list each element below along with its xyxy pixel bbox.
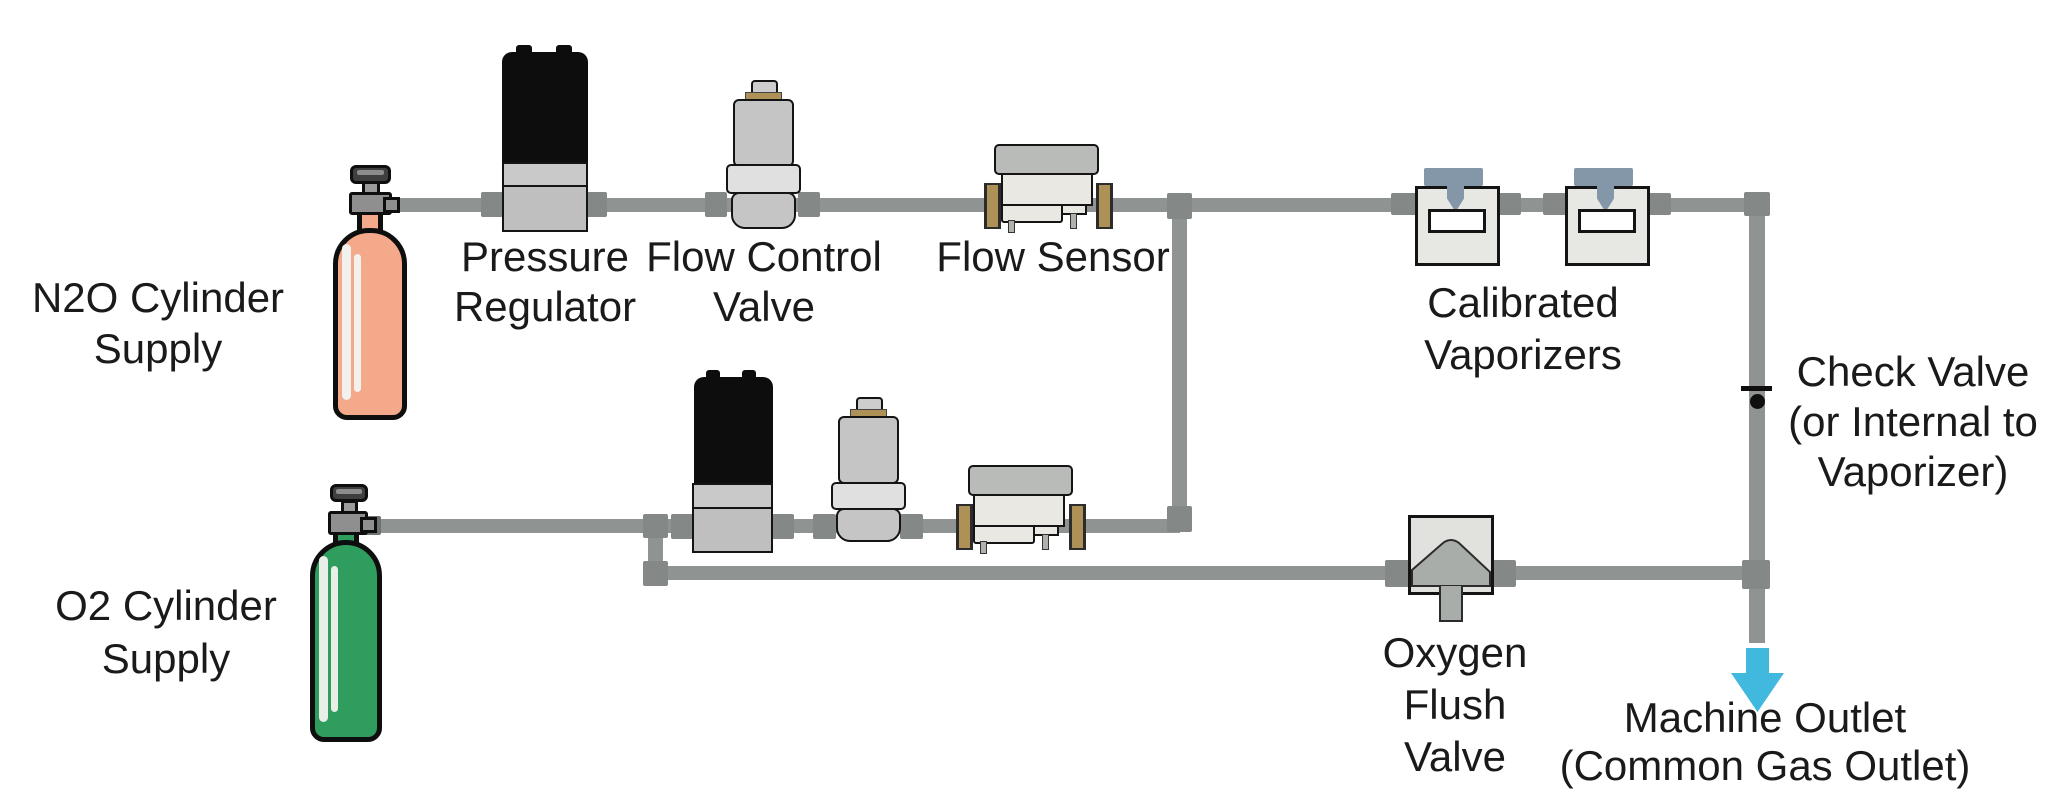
regulator2-top-tab-2 [742, 370, 756, 380]
union-flush-right [1491, 560, 1516, 587]
check-valve-tick [1741, 386, 1772, 391]
fcv1-collar [726, 164, 801, 194]
o2-valve-outlet [360, 517, 377, 533]
vaporizer1-window [1428, 209, 1486, 233]
flow-sensor1-top [994, 144, 1099, 175]
label-line: (or Internal to [1788, 398, 2038, 445]
flow-sensor2-body [973, 494, 1065, 527]
union-regulator2-left [671, 514, 693, 539]
elbow-top-right [1744, 192, 1770, 216]
union-fcv1-left [705, 192, 727, 217]
label-flow-sensor: Flow Sensor [936, 232, 1169, 282]
fcv2-collar [831, 482, 906, 510]
label-pressure-regulator: Pressure Regulator [454, 232, 636, 332]
tee-o2-branch [643, 514, 668, 538]
flow-sensor2-flange-right [1069, 504, 1086, 550]
tee-n2o-mix-junction [1167, 193, 1192, 219]
flow-sensor1-pin-left [1008, 220, 1015, 233]
pressure-regulator-o2-cap [694, 377, 773, 485]
vaporizer1-handle-bar [1424, 168, 1483, 186]
union-fcv2-right [900, 514, 923, 539]
label-calibrated-vaporizers: Calibrated Vaporizers [1424, 277, 1622, 381]
check-valve-dot [1750, 394, 1765, 409]
label-check-valve: Check Valve (or Internal to Vaporizer) [1788, 347, 2038, 497]
label-line: Vaporizer) [1817, 448, 2009, 495]
label-line: Valve [713, 283, 815, 330]
fcv2-body [838, 416, 899, 484]
union-regulator1-right [585, 192, 607, 217]
flow-sensor2-flange-left [956, 504, 973, 550]
regulator1-top-tab [516, 45, 532, 55]
flow-sensor1-body [1001, 173, 1093, 206]
o2-cylinder-highlight [319, 556, 328, 722]
elbow-o2-branch [643, 561, 668, 586]
label-line: O2 Cylinder [55, 582, 277, 629]
flow-sensor1-flange-left [984, 183, 1001, 229]
o2-cylinder-highlight-2 [331, 566, 338, 712]
union-vaporizer2-right [1647, 193, 1671, 215]
label-line: Flow Sensor [936, 233, 1170, 280]
oxygen-flush-plunger [1411, 539, 1491, 587]
n2o-valve-handwheel-face [357, 170, 384, 175]
label-line: Supply [101, 635, 231, 682]
flow-sensor2-top [968, 465, 1073, 496]
elbow-o2-mix-junction [1167, 506, 1192, 532]
flow-sensor2-pin-right [1042, 534, 1049, 550]
label-line: Flow Control [646, 233, 882, 280]
label-line: Regulator [453, 283, 637, 330]
label-line: Flush [1403, 681, 1507, 728]
regulator2-top-tab [706, 370, 720, 380]
pipe-mix-vertical [1172, 205, 1187, 531]
union-regulator1-left [481, 192, 503, 217]
label-line: N2O Cylinder [31, 274, 285, 321]
pipe-outlet-vertical [1749, 205, 1765, 643]
label-line: Machine Outlet [1623, 694, 1907, 741]
vaporizer2-handle-stem [1597, 184, 1614, 212]
regulator1-top-tab-2 [556, 45, 572, 55]
flow-sensor2-pin-left [980, 541, 987, 554]
n2o-cylinder-highlight-2 [354, 254, 361, 392]
label-line: (Common Gas Outlet) [1559, 742, 1971, 789]
pressure-regulator-o2-band [692, 483, 773, 509]
label-flow-control-valve: Flow Control Valve [646, 232, 882, 332]
label-line: Valve [1404, 733, 1506, 780]
union-flush-left [1385, 560, 1409, 587]
union-fcv2-left [813, 514, 836, 539]
pipe-oxygen-flush-bypass [655, 566, 1760, 580]
label-oxygen-flush-valve: Oxygen Flush Valve [1383, 627, 1528, 783]
label-line: Supply [93, 325, 223, 372]
union-regulator2-right [772, 514, 794, 539]
n2o-valve-outlet [383, 197, 400, 213]
pressure-regulator-n2o-body [502, 185, 588, 232]
union-fcv1-right [798, 192, 820, 217]
vaporizer1-handle-stem [1447, 184, 1464, 212]
machine-outlet-arrow-icon [1731, 648, 1784, 712]
pressure-regulator-n2o-band [502, 162, 588, 187]
fcv1-base [731, 192, 796, 229]
pressure-regulator-n2o-cap [502, 52, 588, 164]
tee-bypass-outlet-junction [1742, 560, 1770, 589]
oxygen-flush-stem [1439, 586, 1463, 622]
flow-sensor1-pin-right [1070, 213, 1077, 229]
label-o2-cylinder-supply: O2 Cylinder Supply [55, 579, 277, 685]
label-line: Vaporizers [1424, 331, 1622, 378]
union-vaporizer1-right [1497, 193, 1521, 215]
fcv2-base [836, 508, 901, 542]
label-line: Oxygen [1382, 629, 1528, 676]
o2-valve-handwheel-face [336, 489, 362, 494]
vaporizer2-window [1578, 209, 1636, 233]
flow-sensor1-flange-right [1096, 183, 1113, 229]
pressure-regulator-o2-body [692, 507, 773, 553]
label-n2o-cylinder-supply: N2O Cylinder Supply [32, 272, 284, 374]
label-line: Check Valve [1796, 348, 2030, 395]
union-vaporizer1-left [1391, 193, 1416, 215]
label-line: Calibrated [1427, 279, 1619, 326]
n2o-cylinder-highlight [342, 244, 351, 400]
label-line: Pressure [460, 233, 630, 280]
union-vaporizer2-left [1543, 193, 1566, 215]
vaporizer2-handle-bar [1574, 168, 1633, 186]
fcv1-body [733, 99, 794, 167]
label-machine-outlet: Machine Outlet (Common Gas Outlet) [1560, 694, 1971, 790]
